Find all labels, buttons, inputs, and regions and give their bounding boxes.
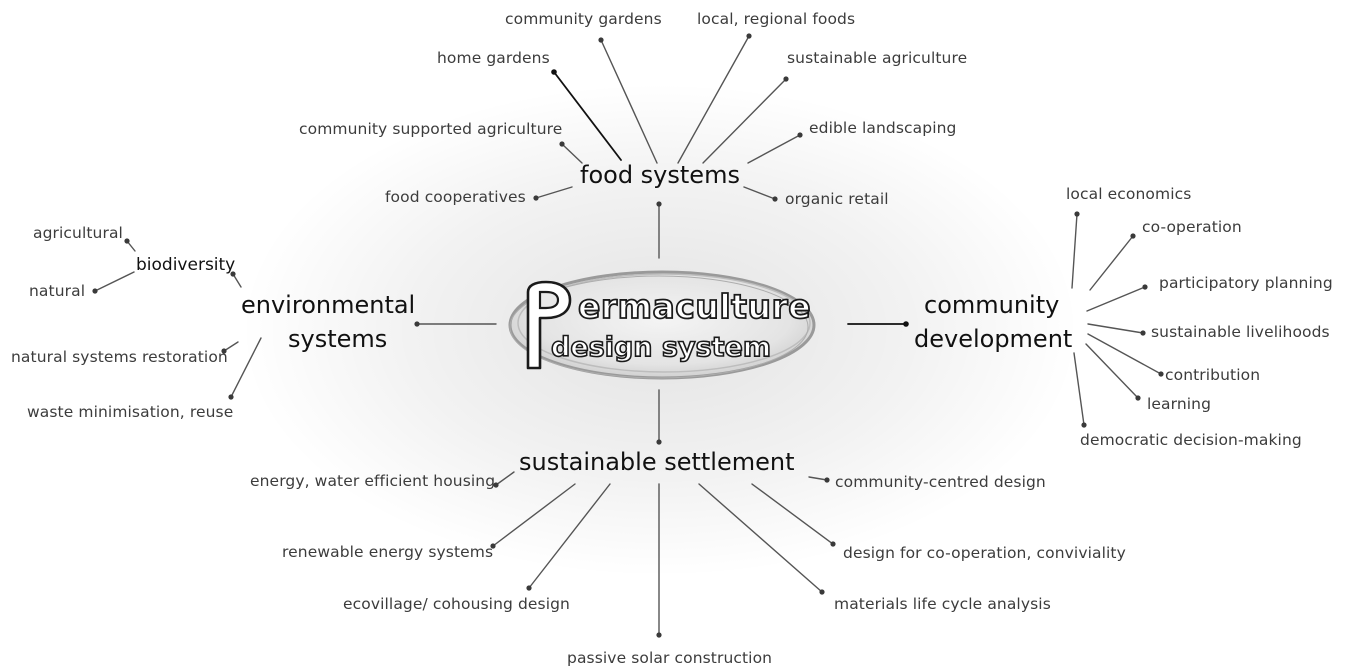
connector-waste-minimisation <box>230 337 262 398</box>
center-subtitle: design system <box>550 332 772 363</box>
branch-food-systems: food systems <box>580 161 740 189</box>
leaf-passive-solar-construction: passive solar construction <box>567 649 773 667</box>
leaf-democratic-decision-making: democratic decision-making <box>1080 431 1302 449</box>
connector-edible-landscaping <box>747 134 801 164</box>
branch-community-line1: community <box>924 291 1060 319</box>
central-ellipse <box>508 270 816 380</box>
connector-co-operation <box>1089 235 1134 291</box>
leaf-learning: learning <box>1147 395 1212 413</box>
connector-renewable <box>492 483 576 547</box>
leaf-waste-minimisation: waste minimisation, reuse <box>27 403 234 421</box>
connector-local-economics <box>1071 213 1078 289</box>
leaf-natural: natural <box>29 282 86 300</box>
connector-community-gardens <box>600 39 658 164</box>
connector-participatory-planning <box>1086 286 1146 312</box>
center-title: ermaculture <box>577 287 812 326</box>
connector-local-regional-foods <box>677 35 750 164</box>
leaf-renewable-energy-systems: renewable energy systems <box>282 543 494 561</box>
leaf-community-gardens: community gardens <box>505 10 662 28</box>
connector-home-gardens <box>553 71 622 161</box>
connector-learning <box>1085 343 1139 399</box>
leaf-contribution: contribution <box>1165 366 1261 384</box>
leaf-design-for-cooperation: design for co-operation, conviviality <box>843 544 1126 562</box>
connector-community-centred <box>808 476 828 481</box>
leaf-co-operation: co-operation <box>1142 218 1242 236</box>
leaf-natural-systems-restoration: natural systems restoration <box>11 348 228 366</box>
connector-design-cooperation <box>751 483 834 545</box>
leaf-food-cooperatives: food cooperatives <box>385 188 526 206</box>
central-node: ermaculture design system <box>506 268 818 382</box>
leaf-local-economics: local economics <box>1066 185 1192 203</box>
branch-sustainable-settlement: sustainable settlement <box>519 448 795 476</box>
leaf-sustainable-agriculture: sustainable agriculture <box>787 49 968 67</box>
leaf-community-centred-design: community-centred design <box>835 473 1046 491</box>
stylized-p-glyph <box>526 280 572 370</box>
leaf-local-regional-foods: local, regional foods <box>697 10 856 28</box>
leaf-agricultural: agricultural <box>33 224 123 242</box>
connector-natural-systems-restoration <box>223 341 239 352</box>
leaf-materials-life-cycle: materials life cycle analysis <box>834 595 1051 613</box>
leaf-ecovillage-cohousing: ecovillage/ cohousing design <box>343 595 570 613</box>
sub-biodiversity: biodiversity <box>136 255 236 275</box>
connector-natural <box>94 271 135 292</box>
connector-food-cooperatives <box>535 186 573 199</box>
connector-csa <box>561 143 583 164</box>
branch-environmental-line1: environmental <box>241 291 416 319</box>
connector-organic-retail <box>743 186 776 200</box>
leaf-organic-retail: organic retail <box>785 190 889 208</box>
leaf-edible-landscaping: edible landscaping <box>809 119 957 137</box>
connector-sustainable-livelihoods <box>1087 323 1144 334</box>
connector-democratic <box>1073 352 1085 426</box>
connector-energy-water <box>495 471 515 486</box>
connector-contribution <box>1087 333 1162 375</box>
connector-materials <box>698 483 823 593</box>
leaf-home-gardens: home gardens <box>437 49 550 67</box>
connector-ecovillage <box>528 483 611 589</box>
branch-environmental-line2: systems <box>288 325 388 353</box>
leaf-community-supported-agriculture: community supported agriculture <box>299 120 563 138</box>
leaf-energy-water-housing: energy, water efficient housing <box>250 472 496 490</box>
leaf-sustainable-livelihoods: sustainable livelihoods <box>1151 323 1330 341</box>
leaf-participatory-planning: participatory planning <box>1159 274 1333 292</box>
branch-community-line2: development <box>914 325 1073 353</box>
connector-sustainable-agriculture <box>702 78 787 164</box>
